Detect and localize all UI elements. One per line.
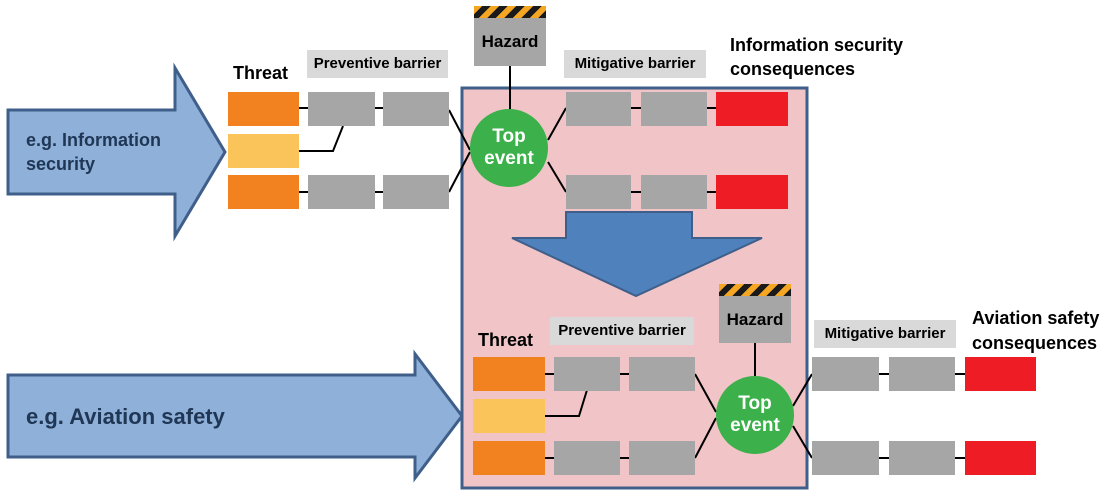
- top-event-circle: Top event: [716, 376, 794, 454]
- consequence-box: [716, 92, 788, 126]
- threat-box: [473, 357, 545, 391]
- mitigative-barrier-label: Mitigative barrier: [814, 320, 956, 348]
- mitigative-barrier-box: [641, 175, 707, 209]
- mitigative-barrier-box: [889, 357, 955, 391]
- mitigative-barrier-box: [641, 92, 707, 126]
- hazard-label: Hazard: [726, 309, 784, 329]
- center-down-arrow: [511, 211, 763, 298]
- hazard-box: Hazard: [474, 6, 546, 66]
- mitigative-barrier-box: [566, 175, 631, 209]
- preventive-barrier-box: [308, 175, 375, 209]
- threat-box: [228, 92, 299, 126]
- hazard-box: Hazard: [719, 284, 791, 343]
- sector-arrow-information-security: [6, 62, 227, 242]
- hazard-stripe-icon: [719, 284, 791, 296]
- threat-box: [473, 441, 545, 475]
- threat-box: [473, 399, 545, 433]
- threat-label: Threat: [233, 63, 289, 83]
- hazard-stripe-icon: [474, 6, 546, 18]
- preventive-barrier-label: Preventive barrier: [550, 317, 694, 345]
- threat-box: [228, 134, 299, 168]
- preventive-barrier-box: [629, 357, 695, 391]
- sector-label-information-security: e.g. Information security: [26, 130, 161, 174]
- preventive-barrier-box: [554, 441, 620, 475]
- threat-label: Threat: [478, 330, 534, 350]
- mitigative-barrier-box: [566, 92, 631, 126]
- hazard-label: Hazard: [481, 32, 539, 51]
- consequence-box: [965, 441, 1036, 475]
- preventive-barrier-box: [383, 92, 449, 126]
- preventive-barrier-label: Preventive barrier: [307, 50, 448, 78]
- threat-box: [228, 175, 299, 209]
- preventive-barrier-box: [629, 441, 695, 475]
- consequence-box: [716, 175, 788, 209]
- sector-arrow-aviation-safety: [6, 349, 464, 483]
- consequences-label: Information security consequences: [730, 35, 904, 79]
- consequence-box: [965, 357, 1036, 391]
- preventive-barrier-box: [383, 175, 449, 209]
- preventive-barrier-box: [308, 92, 375, 126]
- mitigative-barrier-box: [812, 441, 879, 475]
- preventive-barrier-box: [554, 357, 620, 391]
- sector-label-aviation-safety: e.g. Aviation safety: [26, 404, 225, 429]
- mitigative-barrier-box: [812, 357, 879, 391]
- mitigative-barrier-label: Mitigative barrier: [564, 50, 706, 78]
- consequences-label: Aviation safety consequences: [972, 308, 1100, 353]
- top-event-circle: Top event: [470, 109, 548, 187]
- mitigative-barrier-box: [889, 441, 955, 475]
